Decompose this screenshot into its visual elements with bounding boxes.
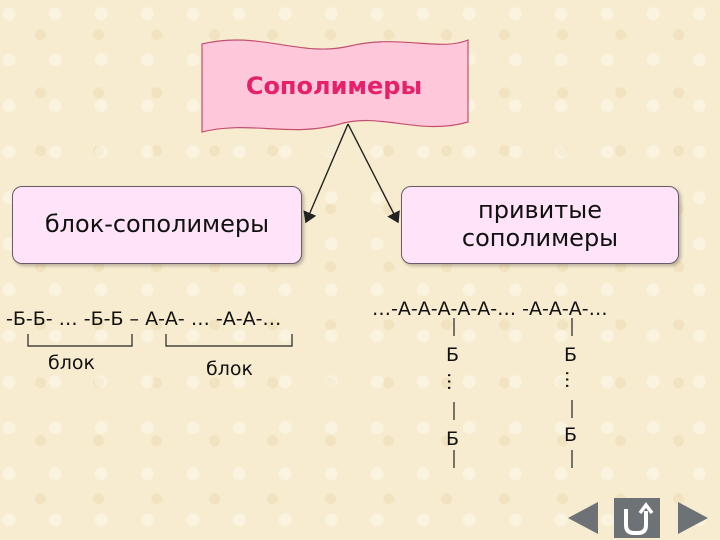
graft-branch-bottom-1: Б [446, 428, 460, 450]
graft-branch-bottom-2: Б [564, 424, 578, 446]
left-arrow-icon [568, 502, 598, 534]
graft-copolymers-label: привитые сополимеры [461, 196, 619, 252]
arrow-to-left [303, 123, 349, 224]
title-banner [201, 39, 469, 133]
block-bracket-2 [165, 334, 293, 347]
block-bracket-1 [27, 334, 133, 347]
block-label-2: блок [206, 358, 253, 380]
return-button[interactable] [612, 496, 662, 540]
next-slide-button[interactable] [670, 496, 714, 540]
block-copolymers-box: блок-сополимеры [12, 186, 302, 264]
block-chain: -Б-Б- … -Б-Б – А-А- … -А-А-… [6, 308, 282, 330]
block-label-1: блок [48, 352, 95, 374]
block-copolymers-label: блок-сополимеры [44, 210, 270, 239]
return-icon [614, 498, 660, 538]
page-title: Сополимеры [245, 72, 423, 100]
right-arrow-icon [678, 502, 708, 534]
prev-slide-button[interactable] [562, 496, 606, 540]
graft-copolymers-box: привитые сополимеры [401, 186, 679, 264]
graft-chain: …-А-А-А-А-А-… -А-А-А-… [372, 298, 608, 320]
graft-branch-top-2: Б [564, 344, 578, 366]
graft-branch-top-1: Б [446, 344, 460, 366]
arrow-to-right [347, 123, 400, 224]
